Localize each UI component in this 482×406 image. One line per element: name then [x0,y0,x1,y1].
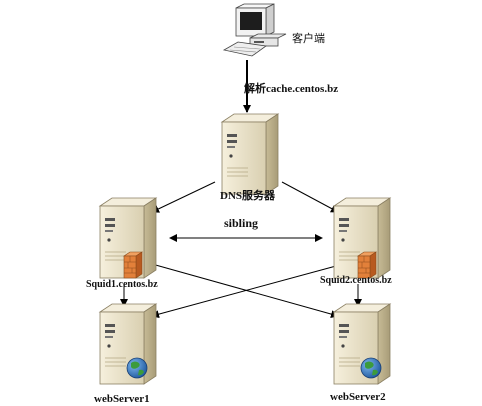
squid2-label: Squid2.centos.bz [320,275,392,286]
firewall-icon [123,251,143,279]
resolve-label-text: 解析cache.centos.bz [244,83,339,95]
globe-icon [126,357,148,379]
server-tower-icon [221,113,279,195]
edge-dns-to-squid1 [151,181,216,213]
sibling-edge-label: sibling [224,216,259,230]
firewall-icon [357,251,377,279]
dns-label: DNS服务器 [220,190,276,202]
globe-icon [360,357,382,379]
web2-label: webServer2 [330,391,386,403]
web1-label: webServer1 [94,393,150,405]
edge-squid2-to-web1 [151,265,337,319]
client-label: 客户端 [292,32,325,45]
edge-dns-to-squid2 [281,181,339,213]
desktop-computer-icon [222,3,287,57]
resolve-edge-label: 解析cache.centos.bz [244,80,338,96]
squid1-label: Squid1.centos.bz [86,279,158,290]
edge-squid1-to-web2 [151,263,339,318]
